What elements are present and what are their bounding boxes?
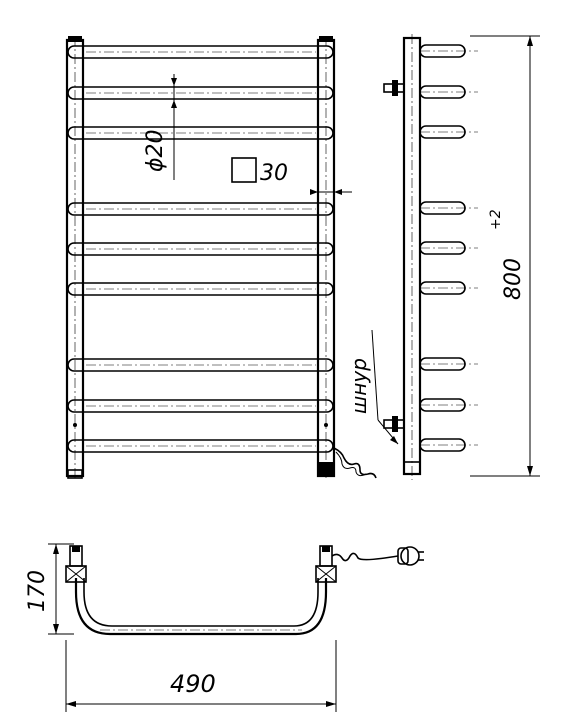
rail [67, 358, 334, 372]
height-label: 800 [501, 258, 526, 300]
side-view: шнур 800 +2 [347, 34, 540, 480]
top-view: 170 490 [25, 543, 424, 712]
plug-icon [397, 546, 424, 566]
rail [67, 86, 334, 100]
side-rail-ends [419, 44, 478, 452]
cord-label: шнур [347, 358, 371, 414]
rail [67, 126, 334, 140]
rail [67, 439, 334, 453]
height-tolerance: +2 [488, 209, 504, 230]
cord-coil-front [318, 447, 377, 479]
square-profile-icon [231, 157, 257, 183]
width-label: 490 [170, 670, 216, 698]
front-view: ϕ20 30 [65, 36, 377, 480]
rail [67, 242, 334, 256]
rail [67, 202, 334, 216]
rails [67, 45, 334, 453]
rail [67, 45, 334, 59]
square-profile-label: 30 [260, 161, 288, 186]
diameter-label: ϕ20 [143, 129, 168, 172]
rail [67, 282, 334, 296]
depth-label: 170 [25, 570, 50, 612]
rail [67, 399, 334, 413]
